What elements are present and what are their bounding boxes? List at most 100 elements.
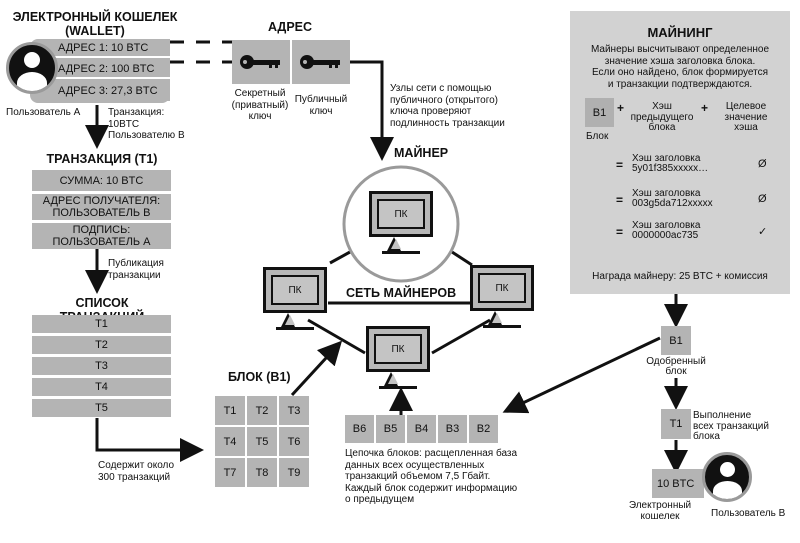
miner-reward: Награда майнеру: 25 BTC + комиссия [592,271,768,282]
arrow-block-to-network [290,340,343,397]
block-cell[interactable]: T2 [247,396,277,425]
hash-attempt-text: Хэш заголовка 5y01f385xxxxx… [632,154,708,174]
pc-left[interactable]: ПК [263,267,327,331]
wallet-address-3[interactable]: АДРЕС 3: 27,3 BTC [52,81,170,101]
avatar-body [713,481,742,499]
note-line: транзакций объемом 7,5 Гбайт. [345,471,491,482]
avatar-body [17,72,47,91]
pc-label: ПК [377,199,425,229]
monitor-stand-fill [391,239,401,249]
monitor-stand-fill [388,374,398,384]
block-cell[interactable]: T6 [279,427,309,456]
hash-value: 5y01f385xxxxx… [632,163,709,174]
tx-list-item[interactable]: T3 [32,357,171,375]
transfer-note-line: 10BTC [108,118,140,130]
caption-line: Одобренный [646,356,706,367]
caption-line: блока [693,431,720,442]
wallet-title: ЭЛЕКТРОННЫЙ КОШЕЛЕК (WALLET) [10,10,180,38]
pc-label: ПК [478,273,526,303]
blockchain: B6 B5 B4 B3 B2 [345,415,498,443]
wallet-title-text: ЭЛЕКТРОННЫЙ КОШЕЛЕК [12,10,178,24]
transaction-amount[interactable]: СУММА: 10 BTC [32,170,171,191]
approved-block[interactable]: B1 [661,326,691,355]
note-line: публичного (открытого) [390,94,499,106]
label-line: Целевое [725,101,767,112]
block-cell[interactable]: T7 [215,458,245,487]
public-key-box[interactable] [292,40,350,84]
private-key-box[interactable] [232,40,290,84]
block-title: БЛОК (B1) [228,370,291,384]
note-line: Каждый блок содержит информацию [345,482,518,494]
hash-attempt-text: Хэш заголовка 003g5da712xxxxx [632,189,713,209]
tx-list-item[interactable]: T4 [32,378,171,396]
note-line: о предыдущем [345,494,415,505]
chain-block[interactable]: B4 [407,415,436,443]
caption-line: кошелек [640,510,680,522]
tx-list-item[interactable]: T5 [32,399,171,417]
user-a-label: Пользователь А [6,107,81,118]
block-cell[interactable]: T9 [279,458,309,487]
mining-block-caption: Блок [586,131,609,142]
field-line: ПОЛЬЗОВАТЕЛЬ В [52,207,151,219]
desc-line: Майнеры высчитывают определенное [590,44,770,55]
transaction-signature[interactable]: ПОДПИСЬ: ПОЛЬЗОВАТЕЛЬ А [32,223,171,249]
block-cell[interactable]: T5 [247,427,277,456]
hash-value: 003g5da712xxxxx [632,198,713,209]
miner-label: МАЙНЕР [394,146,449,160]
tx-list: T1 T2 T3 T4 T5 [32,315,171,417]
note-line: 300 транзакций [98,471,171,483]
dashed-link-wallet-address [170,40,232,64]
pc-bottom[interactable]: ПК [366,326,430,390]
monitor-screen: ПК [369,191,433,237]
equals-sign: = [616,225,624,239]
avatar-head [24,52,40,68]
monitor-stand-fill [492,313,502,323]
mining-block[interactable]: B1 [585,98,614,127]
block-cell[interactable]: T8 [247,458,277,487]
target-hash-label: Целевое значение хэша [714,101,778,134]
chain-block[interactable]: B5 [376,415,405,443]
hash-attempt-text: Хэш заголовка 0000000ac735 [632,221,700,241]
pc-right[interactable]: ПК [470,265,534,329]
mining-title: МАЙНИНГ [647,25,713,40]
plus-sign: + [701,101,709,115]
note-line: данных всех осуществленных [345,459,485,471]
monitor-stand-fill [285,315,295,325]
wallet-address-2[interactable]: АДРЕС 2: 100 BTC [52,60,170,79]
hash-value: 0000000ac735 [632,230,699,241]
field-line: ПОЛЬЗОВАТЕЛЬ А [52,236,151,248]
label-line: хэша [734,122,758,133]
tx-list-item[interactable]: T2 [32,336,171,354]
desc-line: и транзакции подтверждаются. [607,78,753,90]
chain-block[interactable]: B3 [438,415,467,443]
monitor-base [276,327,314,330]
user-a-avatar-icon [6,42,58,94]
hash-label: Хэш заголовка [632,153,701,164]
approved-transaction[interactable]: T1 [661,409,691,439]
tx-list-item[interactable]: T1 [32,315,171,333]
note-line: ключа проверяют [390,106,472,117]
tx-list-note: Содержит около 300 транзакций [98,460,174,483]
pc-miner[interactable]: ПК [369,191,433,255]
network-label: СЕТЬ МАЙНЕРОВ [344,286,459,300]
label-line: Хэш [652,101,672,112]
user-b-avatar-icon [702,452,752,502]
publish-note: Публикация транзакции [108,258,164,281]
caption-line: блок [665,366,687,377]
wallet-address-1[interactable]: АДРЕС 1: 10 BTC [52,39,170,58]
chain-block[interactable]: B6 [345,415,374,443]
block-cell[interactable]: T1 [215,396,245,425]
prev-hash-label: Хэш предыдущего блока [626,101,698,134]
approved-block-caption: Одобренный блок [640,357,712,377]
mining-panel: МАЙНИНГ Майнеры высчитывают определенное… [570,11,790,294]
pc-label: ПК [271,275,319,305]
block-cell[interactable]: T3 [279,396,309,425]
network-links [307,250,491,355]
transaction-recipient[interactable]: АДРЕС ПОЛУЧАТЕЛЯ: ПОЛЬЗОВАТЕЛЬ В [32,194,171,220]
arrow-key-to-miner [350,60,394,161]
caption-line: Выполнение [693,410,752,421]
monitor-screen: ПК [366,326,430,372]
block-cell[interactable]: T4 [215,427,245,456]
chain-block[interactable]: B2 [469,415,498,443]
user-b-wallet[interactable]: 10 BTC [652,469,704,498]
